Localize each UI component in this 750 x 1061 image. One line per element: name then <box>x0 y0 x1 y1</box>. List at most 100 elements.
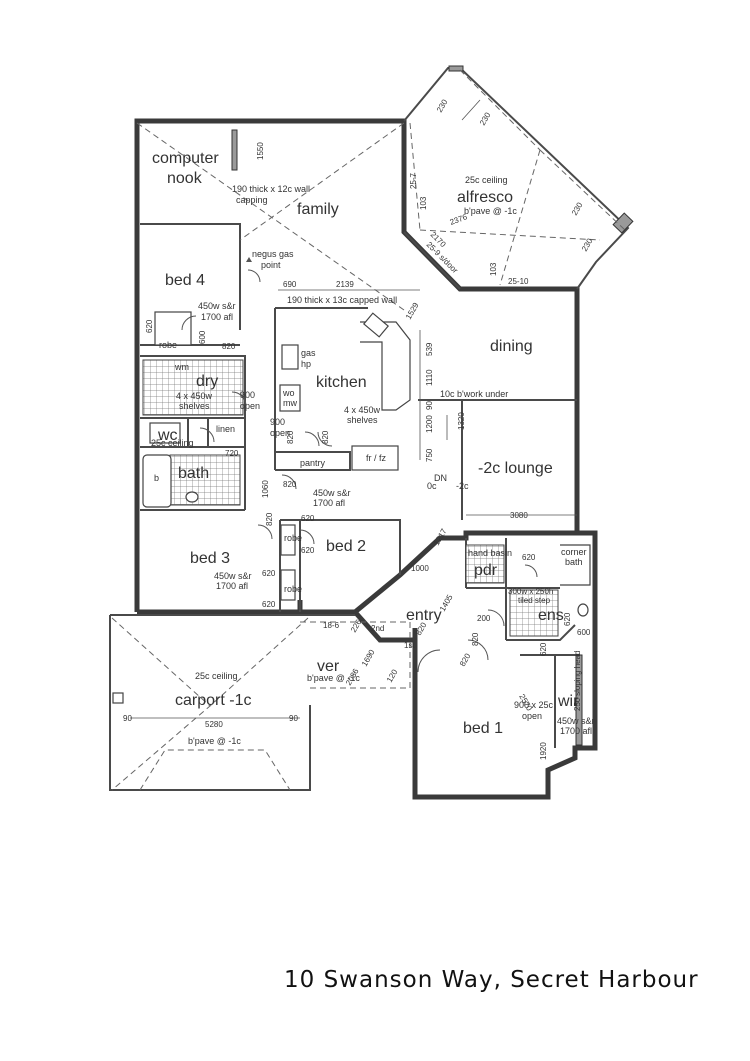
room-label-wc: wc <box>157 427 178 444</box>
note-dry-shelves-1: 4 x 450w <box>176 391 213 401</box>
note-corner-bath-1: corner <box>561 547 587 557</box>
note-robe-bed2: robe <box>284 533 302 543</box>
hatched-wall-segments <box>231 65 634 234</box>
note-linen: linen <box>216 424 235 434</box>
note-wall-capping-2: capping <box>236 195 268 205</box>
room-label-bed1: bed 1 <box>463 720 503 737</box>
room-label-bath: bath <box>178 465 209 482</box>
dim-1405: 1405 <box>438 593 455 613</box>
note-hp: hp <box>301 359 311 369</box>
dim-103-a: 103 <box>419 196 428 210</box>
dim-820-c: 820 <box>321 430 330 444</box>
dim-2139: 2139 <box>336 280 354 289</box>
note-mw: mw <box>283 398 297 408</box>
note-bed3-spec-2: 1700 afl <box>216 581 248 591</box>
note-robe-bed3: robe <box>284 584 302 594</box>
note-b: b <box>154 473 159 483</box>
room-label-dining: dining <box>490 338 533 355</box>
note-kitchen-open-2: open <box>270 428 290 438</box>
note-ens-shower-2: tiled step <box>518 596 551 605</box>
dim-620-c: 620 <box>301 546 315 555</box>
dim-103-b: 103 <box>489 262 498 276</box>
note-wm: wm <box>174 362 189 372</box>
dim-1550: 1550 <box>256 142 265 160</box>
note-wir-spec-2: 1700 afl <box>560 726 592 736</box>
dim-600-a: 600 <box>198 330 207 344</box>
room-label-wir: wir <box>557 693 579 710</box>
room-label-carport: carport -1c <box>175 692 251 709</box>
dimension-labels: 1550 230 230 230 230 25-7 103 103 2376 2… <box>123 97 595 760</box>
note-kitchen-shelves-1: 4 x 450w <box>344 405 381 415</box>
gas-point-icon <box>246 257 252 262</box>
dim-1320: 1320 <box>457 412 466 430</box>
dim-18-6: 18-6 <box>323 621 340 630</box>
dim-620-f: 620 <box>563 612 572 626</box>
room-label-bed2: bed 2 <box>326 538 366 555</box>
dim-820-a: 820 <box>222 342 236 351</box>
dim-120: 120 <box>385 667 400 684</box>
dim-230-a: 230 <box>435 97 450 114</box>
dim-620-a: 620 <box>145 319 154 333</box>
dim-1000: 1000 <box>411 564 429 573</box>
note-open-900-2: open <box>240 401 260 411</box>
room-label-ver: ver <box>317 658 340 675</box>
note-carport-pave: b'pave @ -1c <box>188 736 241 746</box>
note-corner-bath-2: bath <box>565 557 583 567</box>
note-bwork-under: 10c b'work under <box>440 389 508 399</box>
note-negus-gas-1: negus gas <box>252 249 294 259</box>
note-bed4-robe-1: 450w s&r <box>198 301 236 311</box>
verandah <box>300 621 411 689</box>
dim-620-b: 620 <box>301 514 315 523</box>
fixtures <box>142 311 591 746</box>
dim-820-e: 820 <box>265 512 274 526</box>
dim-3080: 3080 <box>510 511 528 520</box>
dim-750: 750 <box>425 448 434 462</box>
note-robe-bed4: robe <box>159 340 177 350</box>
note-wir-spec-1: 450w s&r <box>557 716 595 726</box>
note-sloping-head: 25c sloping head <box>573 651 582 712</box>
room-label-pdr: pdr <box>474 562 498 579</box>
note-wir-open-2: open <box>522 711 542 721</box>
room-label-dry: dry <box>196 373 218 390</box>
room-labels: computer nook family alfresco bed 4 kitc… <box>152 150 579 737</box>
dimension-lines <box>130 99 577 719</box>
note-ver-pave: b'pave @ -1c <box>307 673 360 683</box>
room-label-bed3: bed 3 <box>190 550 230 567</box>
dim-820-g: 820 <box>458 651 473 668</box>
note-capped-wall: 190 thick x 13c capped wall <box>287 295 397 305</box>
dim-820-f: 820 <box>471 632 480 646</box>
dim-720: 720 <box>225 449 239 458</box>
note-wir-open-1: 900 x 25c <box>514 700 554 710</box>
dim-600-b: 600 <box>577 628 591 637</box>
room-label-kitchen: kitchen <box>316 374 367 391</box>
note-bed3-spec-1: 450w s&r <box>214 571 252 581</box>
room-label-bed4: bed 4 <box>165 272 205 289</box>
dim-5280: 5280 <box>205 720 223 729</box>
dim-1200: 1200 <box>425 415 434 433</box>
dim-230-b: 230 <box>478 110 493 127</box>
note-bed2-spec-1: 450w s&r <box>313 488 351 498</box>
ceiling-lines <box>136 69 626 311</box>
note-ens-shower-1: 300w x 250h <box>508 587 553 596</box>
note-hand-basin: hand basin <box>468 548 512 558</box>
dim-620-d: 620 <box>262 569 276 578</box>
carport <box>109 614 355 791</box>
note-alfresco-pave: b'pave @ -1c <box>464 206 517 216</box>
note-step-1st: 1st <box>404 641 415 650</box>
note-step-0c: 0c <box>427 481 437 491</box>
note-dry-shelves-2: shelves <box>179 401 210 411</box>
dim-690: 690 <box>283 280 297 289</box>
dim-1110: 1110 <box>425 369 434 386</box>
dim-539: 539 <box>425 342 434 356</box>
dim-25-7: 25-7 <box>409 172 418 189</box>
note-kitchen-open-1: 900 <box>270 417 285 427</box>
dim-1060: 1060 <box>261 480 270 498</box>
note-bed2-spec-2: 1700 afl <box>313 498 345 508</box>
dim-620-g: 620 <box>539 642 548 656</box>
dim-620-h: 620 <box>522 553 536 562</box>
note-wall-capping-1: 190 thick x 12c wall <box>232 184 310 194</box>
dim-1529: 1529 <box>404 301 421 321</box>
dim-200: 200 <box>477 614 491 623</box>
note-bed4-robe-2: 1700 afl <box>201 312 233 322</box>
